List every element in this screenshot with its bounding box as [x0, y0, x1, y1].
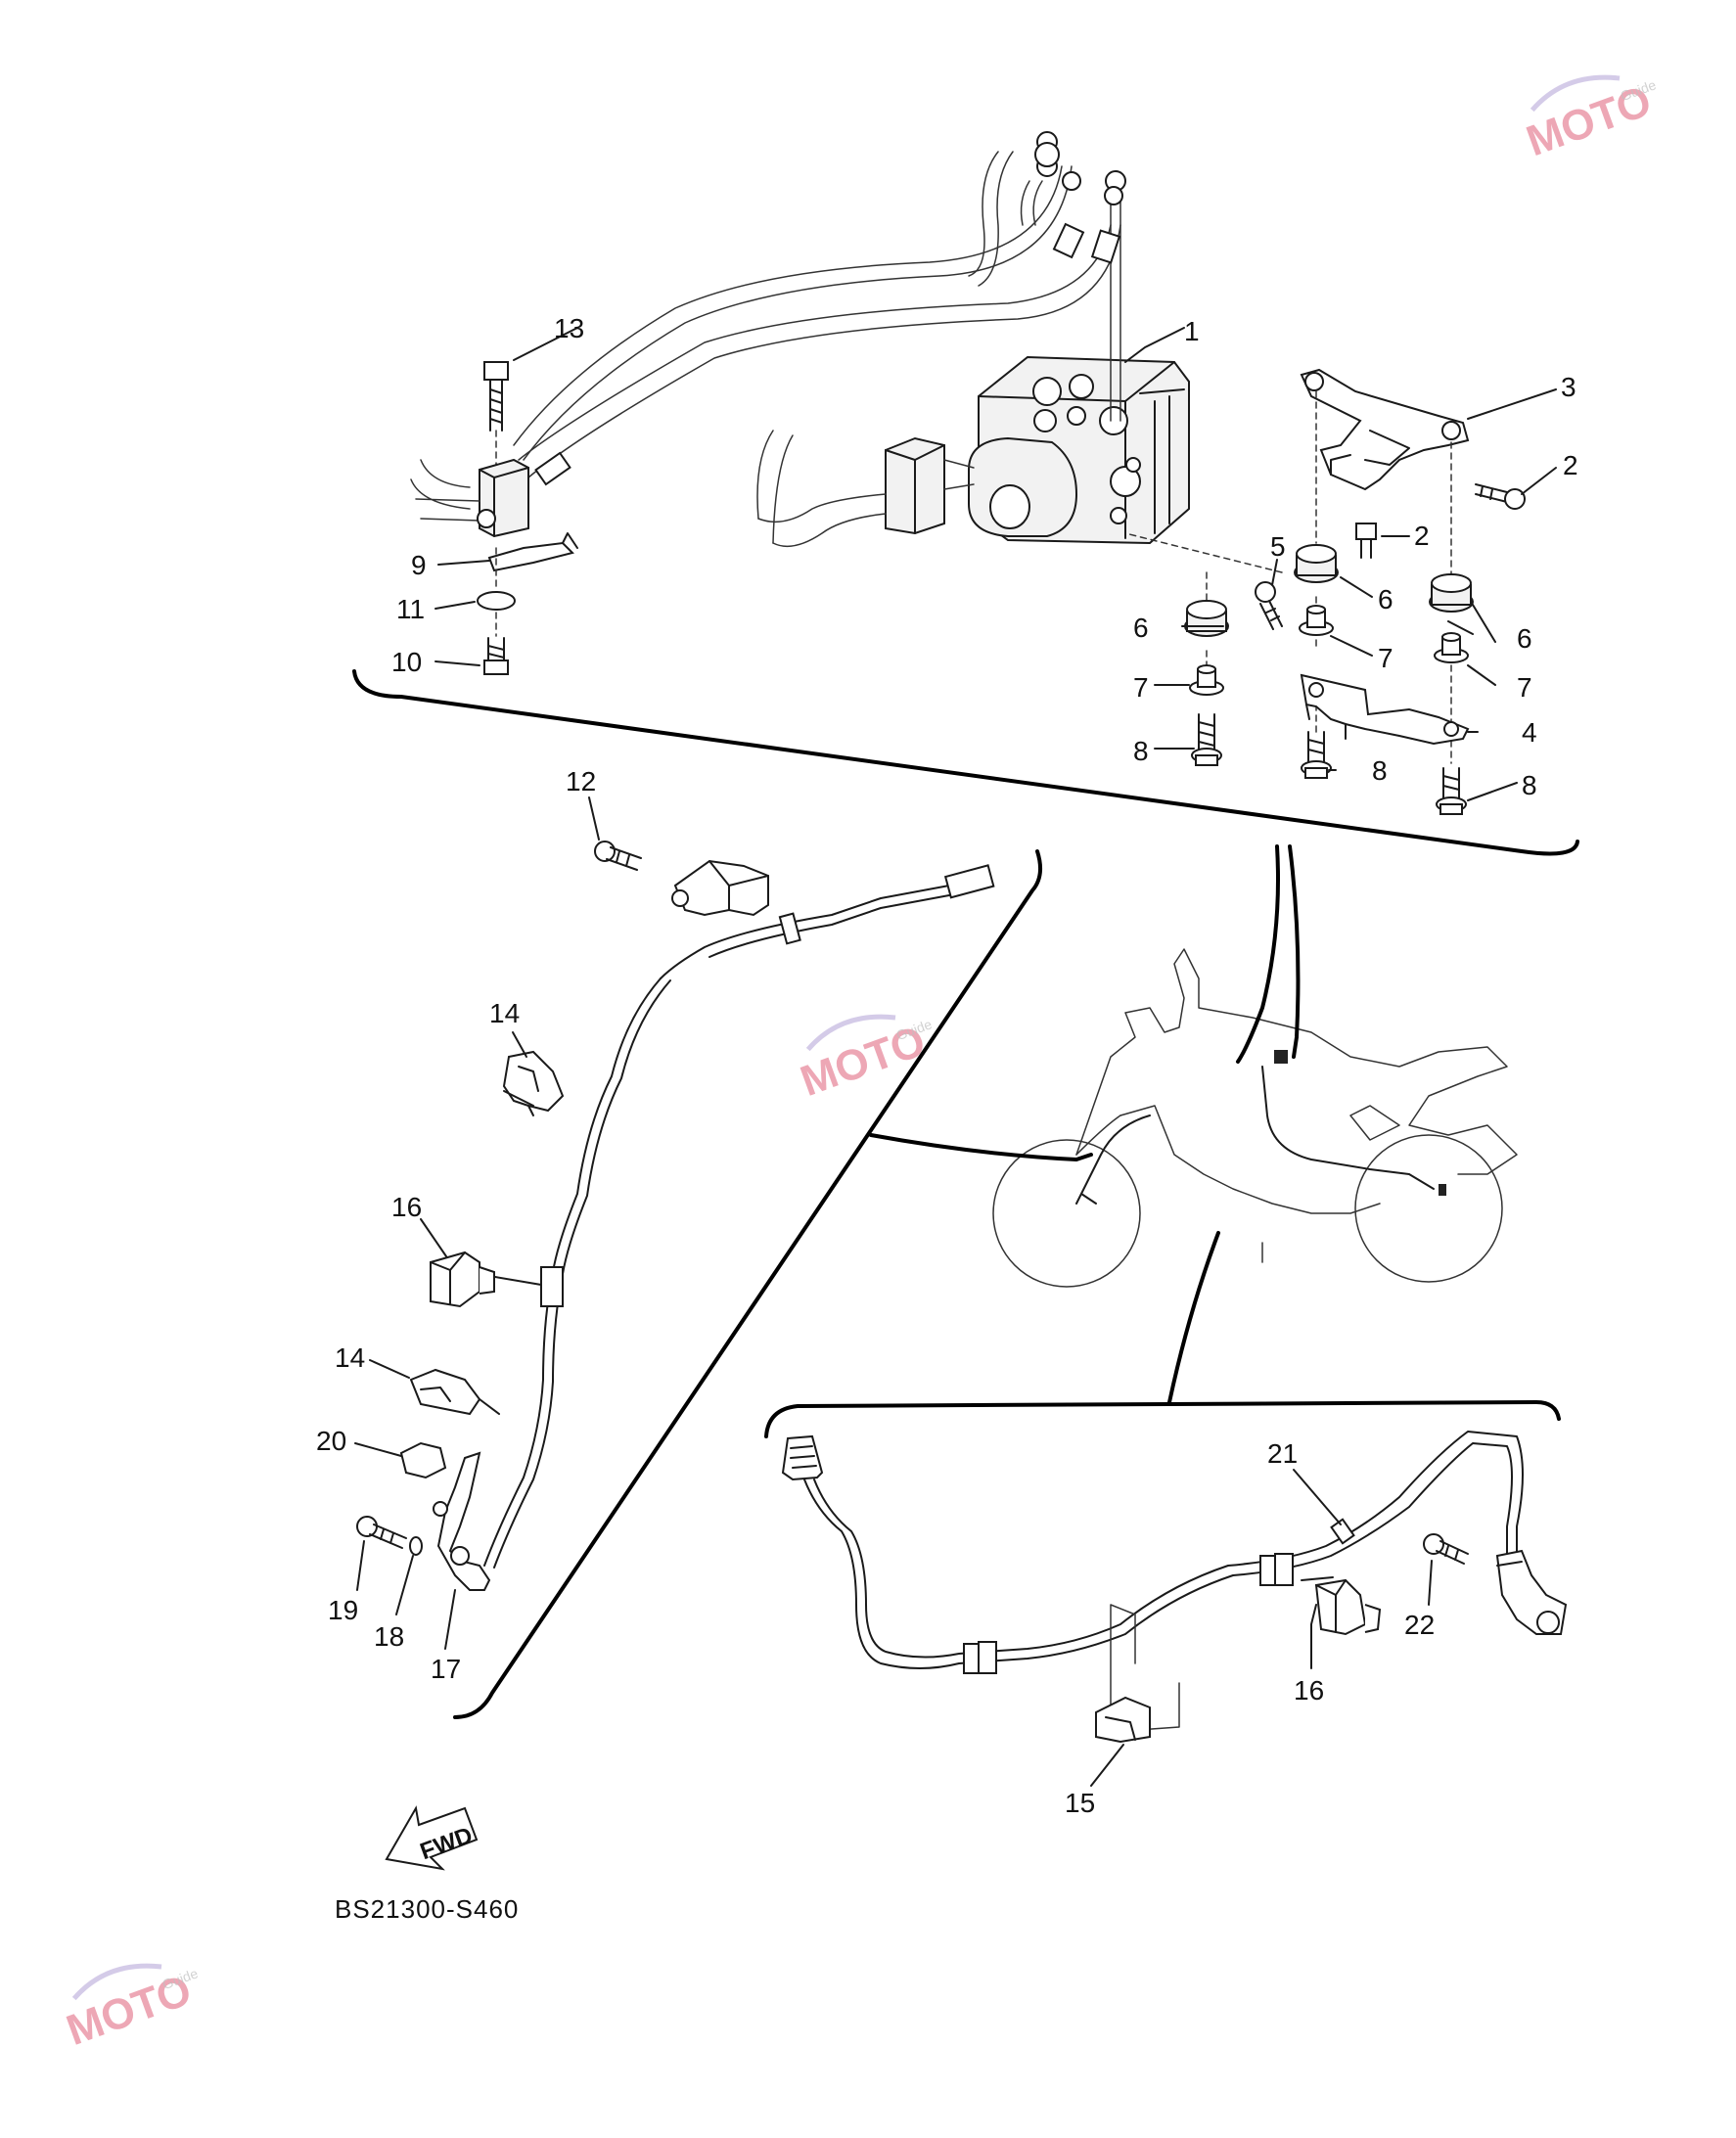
- part-8-bolt-right: [1436, 767, 1467, 815]
- part-8-bolt-center: [1301, 731, 1332, 779]
- callout-numbers: 1 2 2 3 4 5 6 6 6 7 7 7 8 8 8 9 10 11 12…: [316, 313, 1578, 1818]
- part-13-bolt: [483, 361, 509, 471]
- motorcycle-silhouette: [992, 948, 1518, 1288]
- callout-6-center: 6: [1378, 584, 1393, 614]
- callout-7-right: 7: [1517, 672, 1532, 703]
- part-2-bolt-right: [1475, 483, 1526, 510]
- rear-sensor-connector: [781, 1434, 824, 1481]
- part-2-bolt-center: [1355, 523, 1377, 559]
- callout-21: 21: [1267, 1438, 1298, 1469]
- part-14-clamp-lower: [409, 1368, 481, 1416]
- brake-pipes: [513, 151, 1121, 486]
- part-3-bracket: [1300, 368, 1470, 491]
- callout-10: 10: [391, 647, 422, 677]
- part-7-collar-right: [1434, 632, 1469, 663]
- part-10-bolt: [483, 612, 509, 675]
- callout-9: 9: [411, 550, 427, 580]
- watermark-top-right: MOTO Guide: [1521, 74, 1659, 165]
- callout-22: 22: [1404, 1610, 1435, 1640]
- callout-6-right: 6: [1517, 623, 1532, 654]
- part-12-bolt: [594, 841, 642, 871]
- front-sensor-wire: [483, 864, 995, 1569]
- upper-panel-border: [352, 669, 1579, 856]
- part-7-collar-left: [1189, 664, 1224, 696]
- part-7-collar-center: [1299, 605, 1334, 636]
- part-11-washer: [477, 591, 516, 611]
- rear-sensor-body: [1495, 1549, 1568, 1635]
- callout-4: 4: [1522, 717, 1537, 748]
- part-5-bolt: [1255, 581, 1283, 630]
- panel-leader-lines: [869, 844, 1301, 1404]
- callout-5: 5: [1270, 531, 1286, 562]
- callout-18: 18: [374, 1621, 404, 1652]
- part-6-grommet-center: [1294, 544, 1339, 583]
- abs-connector: [756, 430, 975, 548]
- callout-2-center: 2: [1414, 521, 1430, 551]
- pipe-joint-block: [410, 458, 529, 538]
- callout-19: 19: [328, 1595, 358, 1625]
- part-9-bracket: [487, 532, 578, 588]
- callout-14-lower: 14: [335, 1342, 365, 1373]
- callout-8-center: 8: [1372, 755, 1388, 786]
- part-19-bolt: [356, 1516, 407, 1549]
- part-4-bracket: [1300, 673, 1470, 746]
- union-bolts: [1034, 131, 1126, 205]
- callout-11: 11: [396, 594, 425, 624]
- callout-8-right: 8: [1522, 770, 1537, 800]
- part-14-clamp-upper: [502, 1050, 565, 1116]
- callout-20: 20: [316, 1426, 346, 1456]
- part-8-bolt-left: [1191, 713, 1222, 766]
- part-18-washer: [409, 1536, 423, 1556]
- lower-panel-border: [764, 1399, 1561, 1438]
- part-17-sensor: [433, 1451, 491, 1591]
- part-6-grommet-right: [1429, 573, 1474, 613]
- part-6-grommet-left: [1184, 600, 1229, 637]
- callout-7-left: 7: [1133, 672, 1149, 703]
- part-15-bracket: [1095, 1604, 1180, 1744]
- callout-15: 15: [1065, 1788, 1095, 1818]
- part-22-bolt: [1423, 1533, 1469, 1565]
- callout-1: 1: [1184, 316, 1200, 346]
- part-16-clip-right: [1314, 1578, 1382, 1636]
- callout-7-center: 7: [1378, 643, 1393, 673]
- watermark-center: MOTO Guide: [795, 1014, 935, 1106]
- callout-17: 17: [431, 1654, 461, 1684]
- callout-leaders: [354, 327, 1557, 1787]
- sensor-bracket: [671, 859, 769, 917]
- rear-sensor-wire: [803, 1431, 1524, 1674]
- callout-16-left: 16: [391, 1192, 422, 1222]
- callout-8-left: 8: [1133, 736, 1149, 766]
- callout-2-right: 2: [1563, 450, 1578, 480]
- fwd-arrow: FWD: [385, 1805, 479, 1871]
- callout-12: 12: [566, 766, 596, 796]
- part-16-clip-left: [430, 1251, 495, 1308]
- part-20-clip: [399, 1441, 447, 1479]
- callout-3: 3: [1561, 372, 1576, 402]
- hydraulic-unit: [968, 355, 1190, 545]
- callout-13: 13: [554, 313, 584, 343]
- callout-16-right: 16: [1294, 1675, 1324, 1706]
- left-panel-border: [453, 849, 1043, 1719]
- diagram-code: BS21300-S460: [335, 1894, 519, 1924]
- callout-14-upper: 14: [489, 998, 520, 1028]
- callout-6-left: 6: [1133, 613, 1149, 643]
- watermark-bottom-left: MOTO Guide: [61, 1963, 201, 2055]
